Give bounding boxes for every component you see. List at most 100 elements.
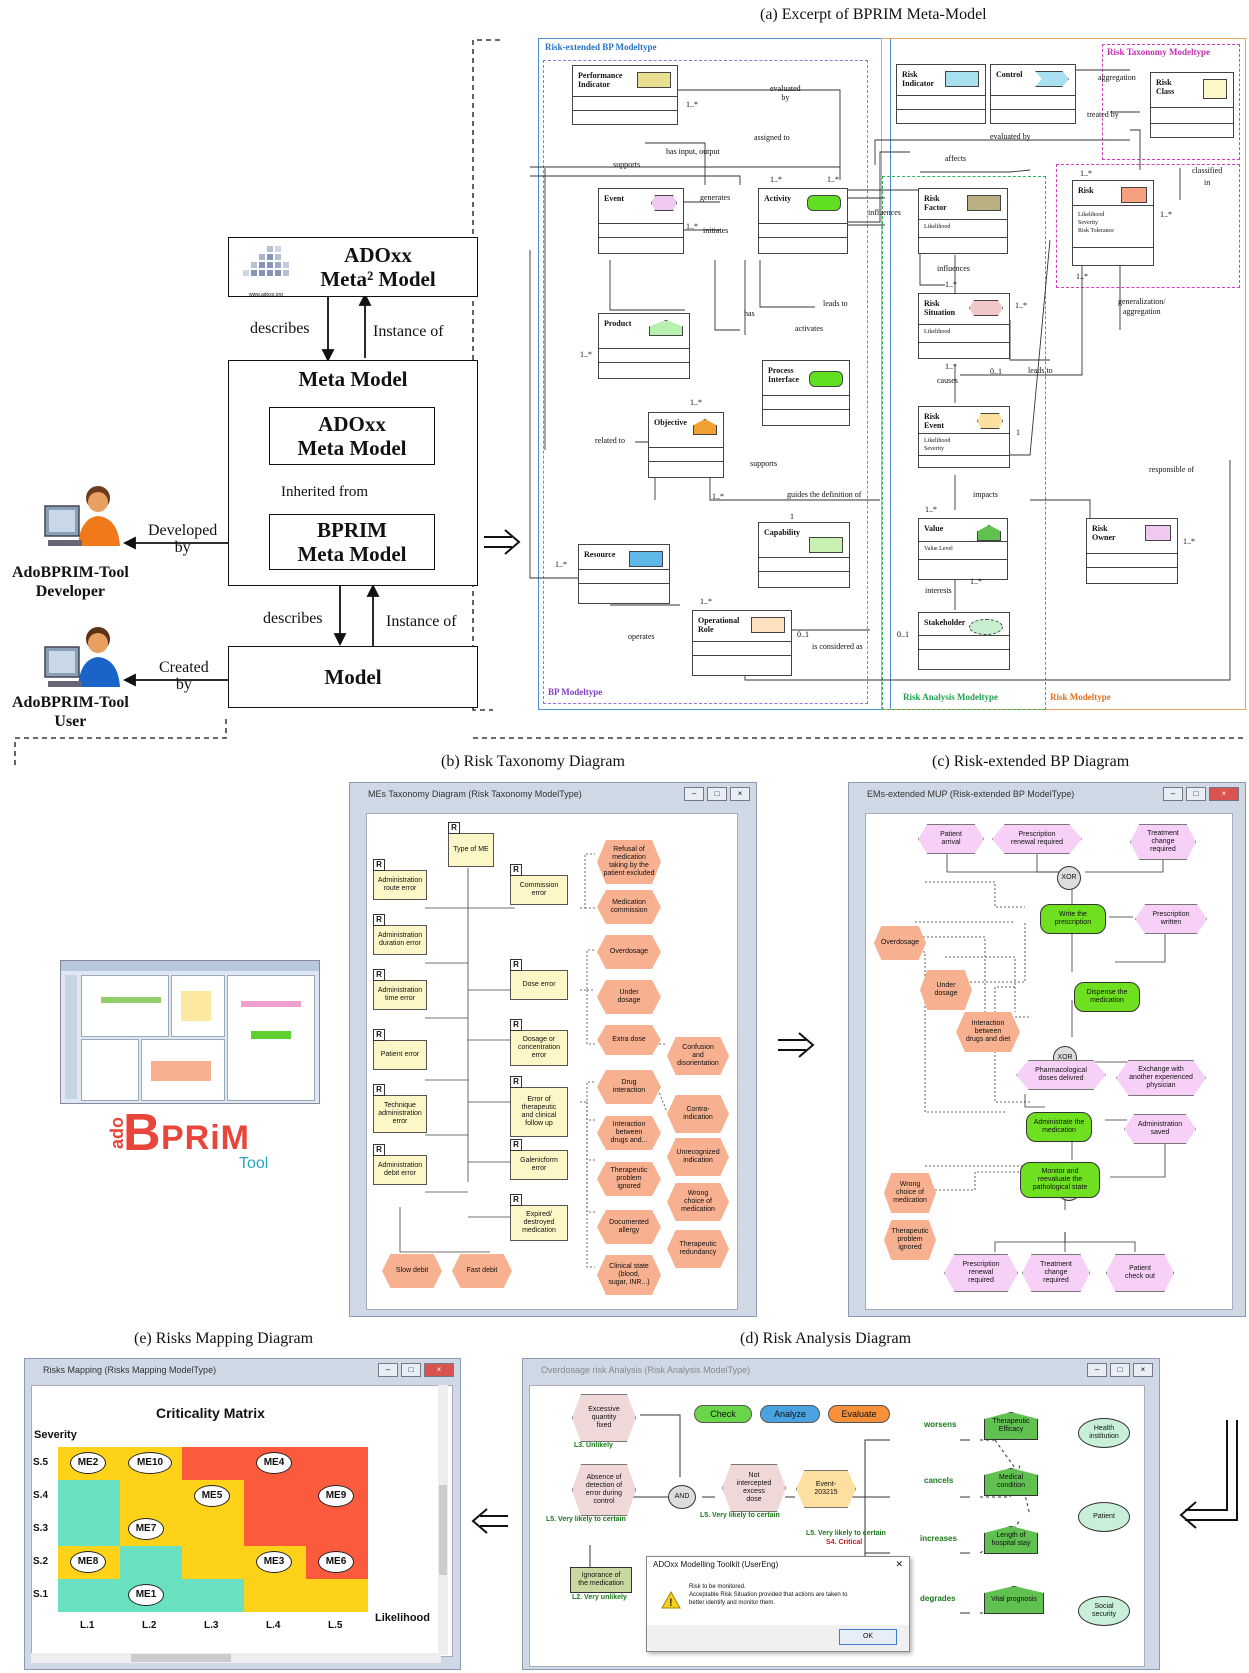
stakeholder-node[interactable]: Social security bbox=[1078, 1596, 1130, 1626]
bp-event[interactable]: Prescription renewal required bbox=[992, 824, 1082, 854]
risk-factor-node[interactable]: Not intercepted excess dose bbox=[722, 1464, 786, 1512]
tax-risk[interactable]: Medication commission bbox=[597, 890, 661, 924]
tax-risk[interactable]: Slow debit bbox=[382, 1254, 442, 1288]
risk-marker[interactable]: ME3 bbox=[256, 1551, 292, 1573]
tax-mid-class[interactable]: Dose error bbox=[510, 970, 568, 1000]
tax-risk[interactable]: Therapeutic problem ignored bbox=[597, 1162, 661, 1196]
check-button[interactable]: Check bbox=[694, 1405, 752, 1423]
bp-activity[interactable]: Write the prescription bbox=[1040, 904, 1106, 934]
minimize-icon[interactable]: – bbox=[1163, 787, 1183, 801]
tax-risk[interactable]: Under dosage bbox=[597, 980, 661, 1014]
ok-button[interactable]: OK bbox=[839, 1629, 897, 1645]
class-risk-indicator: Risk Indicator bbox=[896, 64, 986, 124]
and-gate[interactable]: AND bbox=[668, 1485, 696, 1509]
risk-marker[interactable]: ME6 bbox=[318, 1551, 354, 1573]
stakeholder-node[interactable]: Health institution bbox=[1078, 1418, 1130, 1448]
tax-left-class[interactable]: Technique administration error bbox=[373, 1095, 427, 1133]
tax-left-class[interactable]: Patient error bbox=[373, 1040, 427, 1070]
maximize-icon[interactable]: □ bbox=[707, 787, 727, 801]
tax-risk[interactable]: Overdosage bbox=[597, 935, 661, 969]
risk-factor-node[interactable]: Absence of detection of error during con… bbox=[572, 1464, 636, 1516]
taxonomy-links bbox=[399, 853, 668, 1268]
bp-risk[interactable]: Interaction between drugs and diet bbox=[956, 1012, 1020, 1052]
bp-risk[interactable]: Wrong choice of medication bbox=[884, 1173, 936, 1213]
risk-marker[interactable]: ME7 bbox=[128, 1518, 164, 1540]
analyze-button[interactable]: Analyze bbox=[760, 1405, 820, 1423]
dialog-close-icon[interactable]: ✕ bbox=[895, 1559, 903, 1569]
tax-mid-class[interactable]: Commission error bbox=[510, 875, 568, 905]
bp-event[interactable]: Patient arrival bbox=[918, 824, 984, 854]
close-icon[interactable]: × bbox=[1209, 787, 1239, 801]
stakeholder-node[interactable]: Patient bbox=[1078, 1502, 1130, 1532]
mult-11: 1..* bbox=[1160, 210, 1172, 219]
tax-root[interactable]: Type of ME bbox=[448, 833, 494, 867]
bp-event[interactable]: Prescription renewal required bbox=[944, 1254, 1018, 1292]
region-risk-analysis bbox=[882, 176, 1046, 710]
risk-marker[interactable]: ME9 bbox=[318, 1485, 354, 1507]
tax-risk[interactable]: Drug interaction bbox=[597, 1070, 661, 1104]
warning-icon: ! bbox=[661, 1591, 681, 1609]
risk-marker[interactable]: ME1 bbox=[128, 1584, 164, 1606]
tax-risk[interactable]: Interaction between drugs and... bbox=[597, 1116, 661, 1150]
tax-risk[interactable]: Confusion and disorientation bbox=[667, 1037, 729, 1075]
tax-risk[interactable]: Contra- indication bbox=[667, 1095, 729, 1133]
tax-risk[interactable]: Fast debit bbox=[452, 1254, 512, 1288]
risk-marker[interactable]: ME8 bbox=[70, 1551, 106, 1573]
bp-activity[interactable]: Dispense the medication bbox=[1074, 982, 1140, 1012]
risk-event-node[interactable]: Event- 203215 bbox=[796, 1470, 856, 1508]
risk-factor-node[interactable]: Excessive quantity fixed bbox=[572, 1394, 636, 1442]
r-tag: R bbox=[373, 1029, 385, 1041]
bp-risk[interactable]: Under dosage bbox=[920, 970, 972, 1010]
close-icon[interactable]: × bbox=[1133, 1363, 1153, 1377]
maximize-icon[interactable]: □ bbox=[1186, 787, 1206, 801]
risk-marker[interactable]: ME2 bbox=[70, 1452, 106, 1474]
minimize-icon[interactable]: – bbox=[684, 787, 704, 801]
tax-left-class[interactable]: Administration route error bbox=[373, 870, 427, 900]
model-box: Model bbox=[228, 646, 478, 708]
bp-event[interactable]: Patient check out bbox=[1106, 1254, 1174, 1292]
class-risk-owner: Risk Owner bbox=[1086, 518, 1178, 584]
factor-likelihood: L5. Very likely to certain bbox=[546, 1516, 626, 1523]
tax-risk[interactable]: Refusal of medication taking by the pati… bbox=[597, 840, 661, 884]
tax-risk[interactable]: Unrecognized indication bbox=[667, 1138, 729, 1176]
modal-dialog[interactable]: ADOxx Modelling Toolkit (UserEng) ✕ ! Ri… bbox=[646, 1556, 910, 1652]
tax-mid-class[interactable]: Error of therapeutic and clinical follow… bbox=[510, 1087, 568, 1137]
bp-event[interactable]: Pharmacological doses delivred bbox=[1016, 1060, 1106, 1090]
tax-left-class[interactable]: Administration time error bbox=[373, 980, 427, 1010]
bp-risk[interactable]: Therapeutic problem ignored bbox=[884, 1220, 936, 1260]
minimize-icon[interactable]: – bbox=[378, 1363, 398, 1377]
ignorance-node[interactable]: Ignorance of the medication bbox=[570, 1567, 632, 1593]
bp-event[interactable]: Exchange with another experienced physic… bbox=[1116, 1060, 1206, 1096]
risk-marker[interactable]: ME4 bbox=[256, 1452, 292, 1474]
bp-event[interactable]: Administration saved bbox=[1124, 1114, 1196, 1144]
bp-risk[interactable]: Overdosage bbox=[874, 926, 926, 960]
maximize-icon[interactable]: □ bbox=[1110, 1363, 1130, 1377]
bp-event[interactable]: Treatment change required bbox=[1022, 1254, 1090, 1292]
bp-activity[interactable]: Administrate the medication bbox=[1026, 1112, 1092, 1142]
maximize-icon[interactable]: □ bbox=[401, 1363, 421, 1377]
horizontal-scrollbar[interactable] bbox=[31, 1653, 441, 1663]
bp-event[interactable]: Prescription written bbox=[1135, 904, 1207, 934]
minimize-icon[interactable]: – bbox=[1087, 1363, 1107, 1377]
tax-left-class[interactable]: Administration debit error bbox=[373, 1155, 427, 1185]
tax-risk[interactable]: Extra dose bbox=[597, 1025, 661, 1055]
risk-marker[interactable]: ME10 bbox=[128, 1452, 172, 1474]
tax-mid-class[interactable]: Galenicform error bbox=[510, 1150, 568, 1180]
rel-supports-1: supports bbox=[613, 160, 641, 169]
tax-risk[interactable]: Wrong choice of medication bbox=[667, 1183, 729, 1221]
vertical-scrollbar[interactable] bbox=[438, 1385, 448, 1655]
tax-mid-class[interactable]: Expired/ destroyed medication bbox=[510, 1205, 568, 1241]
close-icon[interactable]: × bbox=[730, 787, 750, 801]
evaluate-button[interactable]: Evaluate bbox=[828, 1405, 890, 1423]
bp-activity[interactable]: Monitor and reevaluate the pathological … bbox=[1020, 1162, 1100, 1198]
tax-left-class[interactable]: Administration duration error bbox=[373, 925, 427, 955]
tax-risk[interactable]: Clinical state (blood, sugar, INR...) bbox=[597, 1255, 661, 1295]
xor-gateway[interactable]: XOR bbox=[1057, 866, 1081, 890]
tax-risk[interactable]: Documented allergy bbox=[597, 1210, 661, 1244]
risk-marker[interactable]: ME5 bbox=[194, 1485, 230, 1507]
tax-mid-class[interactable]: Dosage or concentration error bbox=[510, 1030, 568, 1066]
tax-risk[interactable]: Therapeutic redundancy bbox=[667, 1230, 729, 1268]
bp-event[interactable]: Treatment change required bbox=[1130, 824, 1196, 860]
close-icon[interactable]: × bbox=[424, 1363, 454, 1377]
